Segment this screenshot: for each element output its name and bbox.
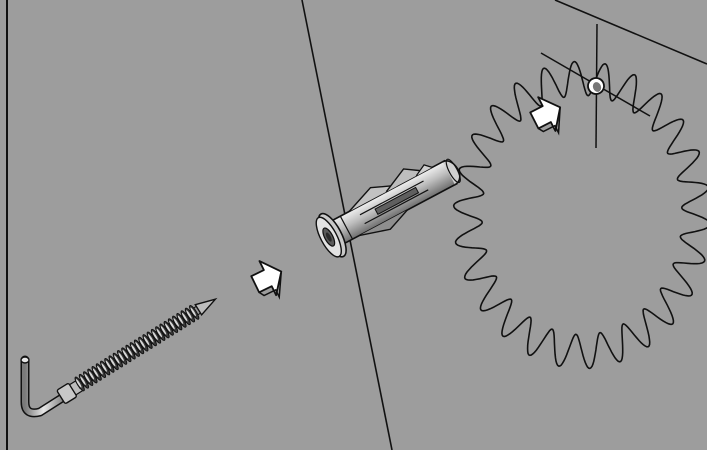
drilled-hole-icon <box>587 77 605 95</box>
push-arrow-icon <box>529 96 562 136</box>
drill-zone-outline <box>452 60 707 370</box>
hook-screw <box>20 297 218 418</box>
wall-edge-top-right <box>554 0 707 65</box>
push-arrow-icon <box>250 260 283 300</box>
wall-plug-anchor <box>315 158 461 258</box>
